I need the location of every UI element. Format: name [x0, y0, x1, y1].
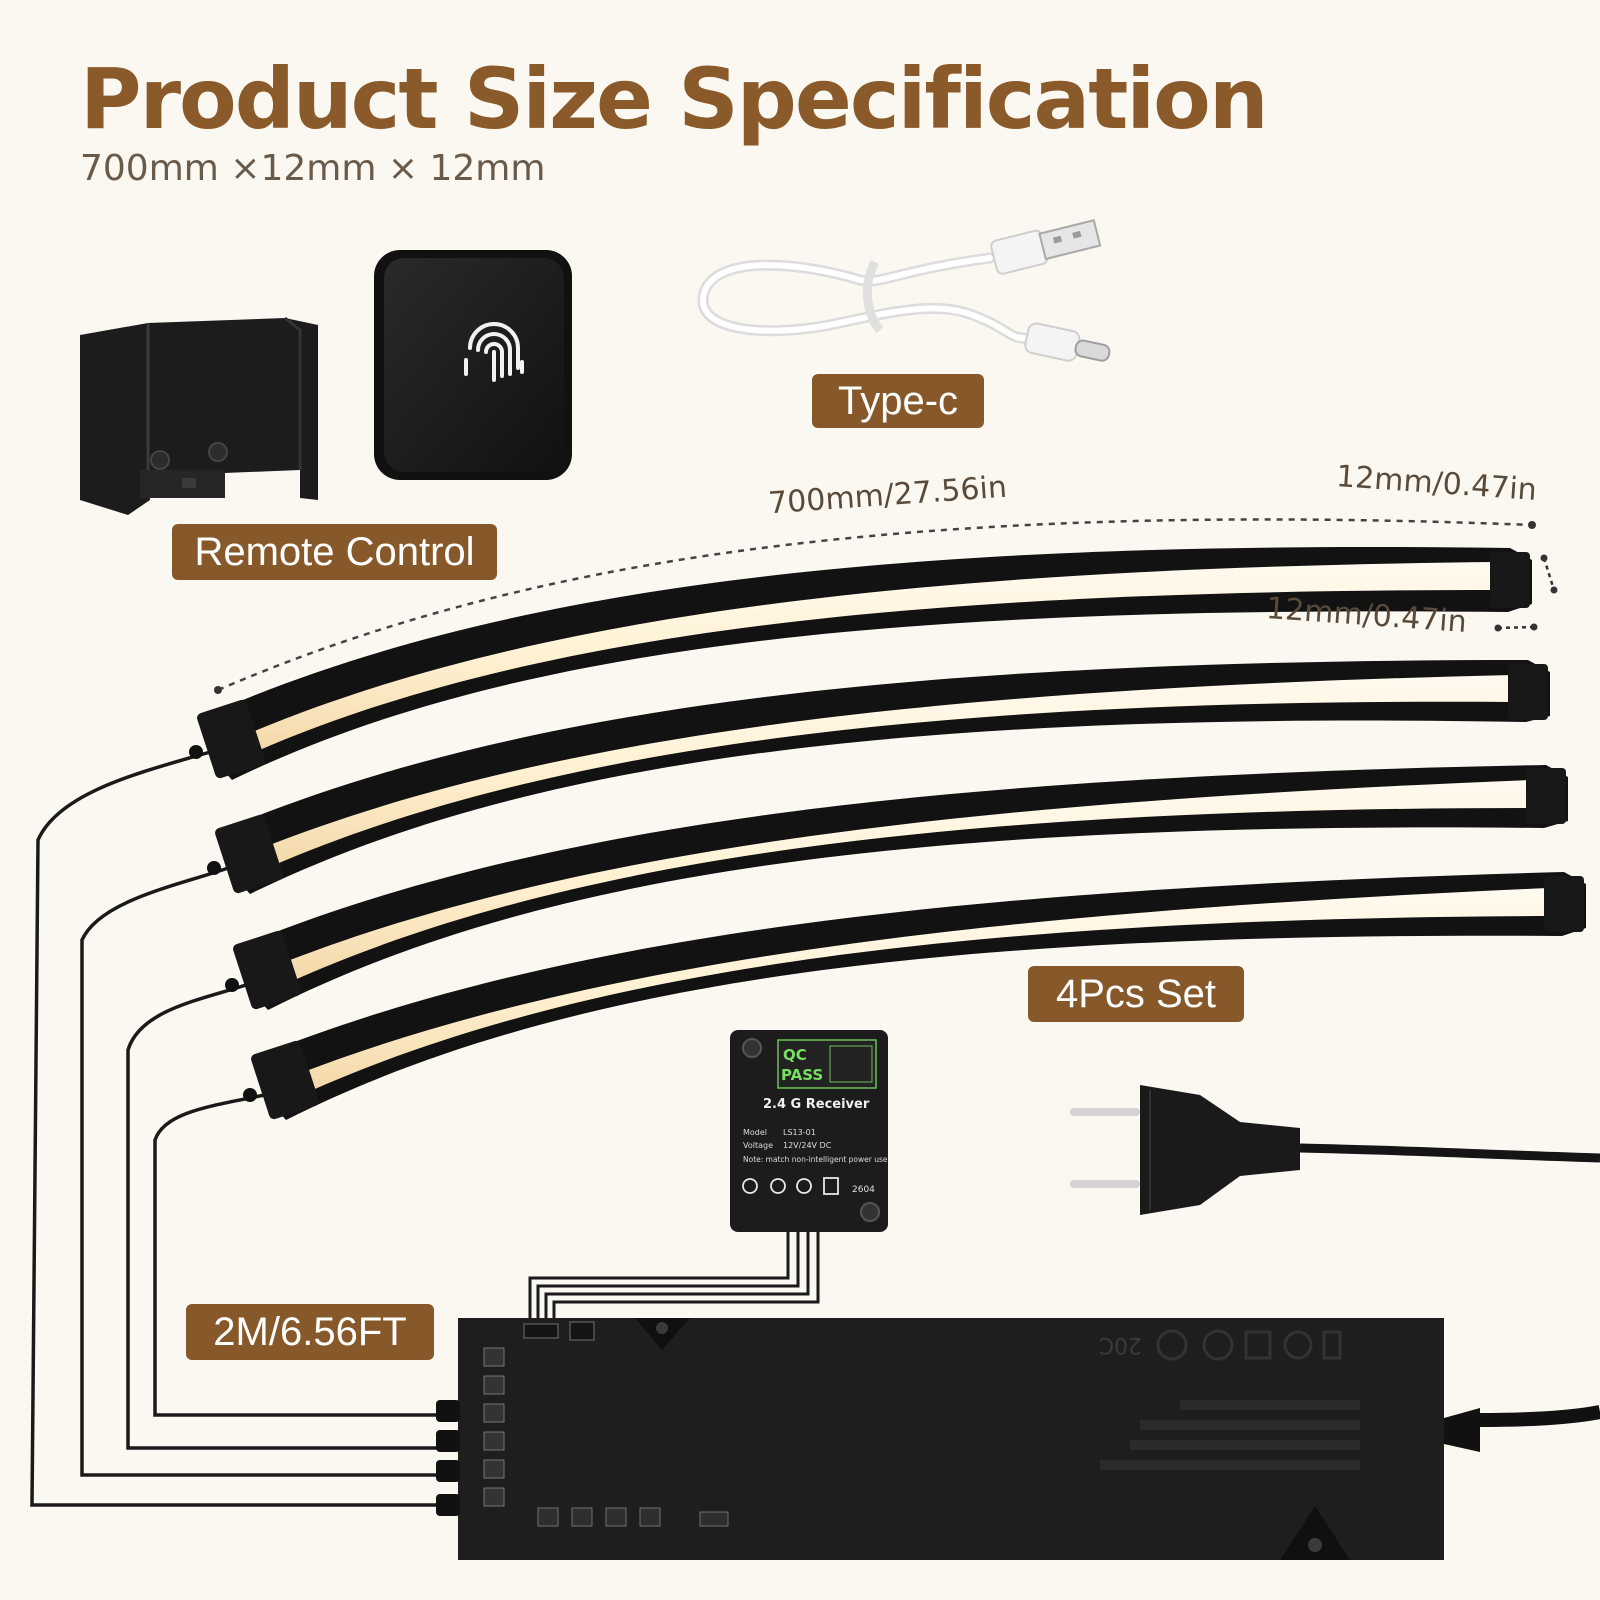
type-c-cable: [697, 219, 1111, 362]
power-certification-icons: [1156, 1329, 1342, 1361]
led-bar-2: [207, 660, 1550, 894]
fingerprint-icon: [464, 322, 524, 382]
length-dimension-line: [217, 518, 1533, 692]
receiver-name: 2.4 G Receiver: [763, 1097, 870, 1112]
power-supply-mark: 20C: [1099, 1332, 1142, 1357]
receiver-code: 2604: [852, 1185, 875, 1195]
receiver-voltage-label: Voltage: [743, 1141, 773, 1150]
set-badge: 4Pcs Set: [1028, 966, 1244, 1022]
receiver-pass-text: PASS: [781, 1066, 823, 1084]
output-ports: [483, 1347, 505, 1507]
page-title: Product Size Specification: [80, 50, 1269, 148]
receiver-qc-text: QC: [783, 1046, 807, 1064]
certification-marks-icon: [742, 1177, 839, 1195]
led-bar-4: [243, 872, 1586, 1120]
receiver-voltage-value: 12V/24V DC: [783, 1141, 832, 1150]
remote-holder-bracket: [80, 316, 318, 515]
remote-control-device: [374, 250, 572, 480]
led-bar-3: [225, 765, 1568, 1010]
receiver-wires: [528, 1232, 820, 1318]
receiver-note: Note: match non-intelligent power use: [743, 1155, 888, 1164]
receiver-model-value: LS13-01: [783, 1128, 816, 1137]
page-subtitle: 700mm ×12mm × 12mm: [80, 148, 546, 189]
receiver-box: QC PASS 2.4 G Receiver Model LS13-01 Vol…: [730, 1030, 888, 1232]
cable-length-badge: 2M/6.56FT: [186, 1304, 434, 1360]
led-bar-1: [189, 547, 1532, 780]
type-c-badge: Type-c: [812, 374, 984, 428]
power-supply-box: 20C: [436, 1318, 1600, 1560]
remote-control-badge: Remote Control: [172, 524, 497, 580]
connector-plugs: [436, 1400, 460, 1516]
eu-plug-icon: [1070, 1085, 1600, 1215]
receiver-model-label: Model: [743, 1128, 767, 1137]
